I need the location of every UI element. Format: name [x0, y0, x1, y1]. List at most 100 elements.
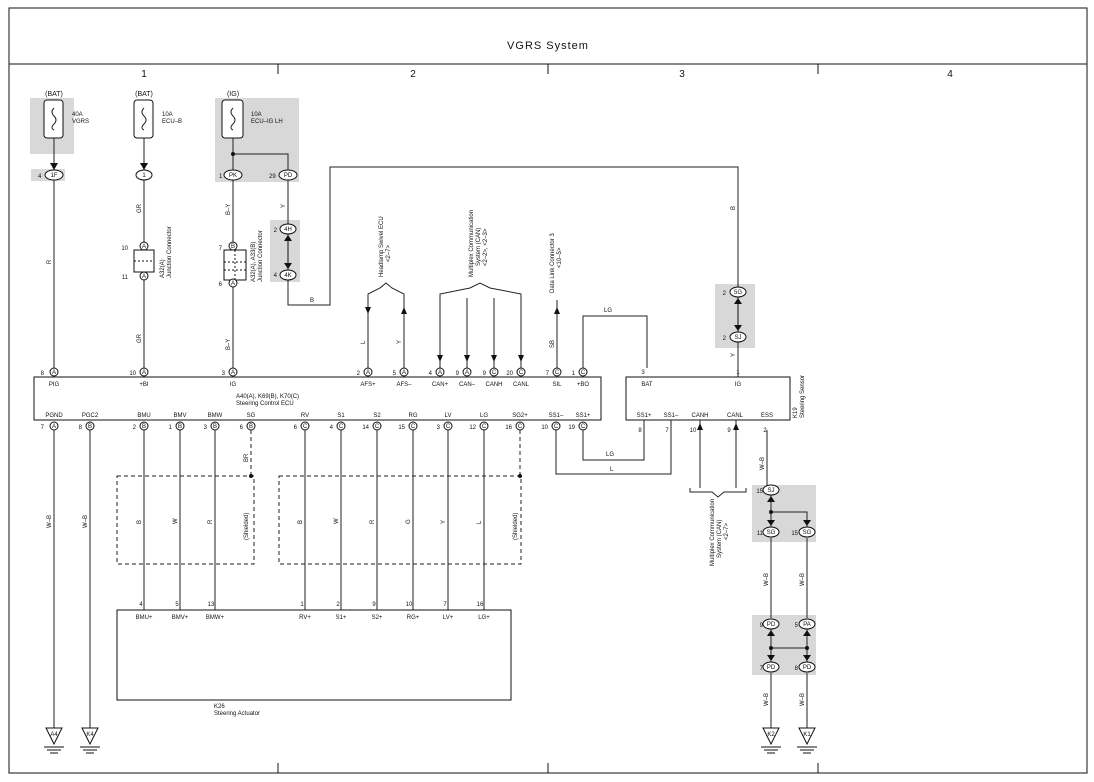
reference-label: Data Link Connector 3 [550, 233, 556, 293]
svg-text:C: C [375, 424, 380, 430]
svg-text:2: 2 [723, 291, 727, 297]
svg-text:3: 3 [204, 425, 208, 431]
svg-text:2: 2 [723, 336, 727, 342]
connector-id: PK [229, 173, 237, 179]
svg-text:A: A [142, 274, 146, 280]
sensor-terminal: CANH [691, 413, 708, 419]
splice-dot [518, 474, 522, 478]
svg-text:8: 8 [79, 425, 83, 431]
wire-color-label: B [731, 206, 737, 210]
svg-text:C: C [482, 424, 487, 430]
wire-color-label: W–B [760, 457, 766, 470]
reference-label: Headlamp Swivel ECU [379, 216, 385, 277]
ecu-terminal: SS1+ [576, 413, 591, 419]
svg-text:SJ: SJ [767, 488, 774, 494]
wire-color-label: R [370, 519, 376, 524]
fuse-source: (BAT) [45, 91, 63, 98]
actuator-terminal: S1+ [336, 615, 347, 621]
svg-text:3: 3 [437, 425, 441, 431]
sensor-terminal: SS1– [664, 413, 679, 419]
ecu-terminal: CAN+ [432, 382, 449, 388]
splice-dot [769, 646, 773, 650]
svg-text:6: 6 [219, 282, 223, 288]
junction-a32a: 10 A 11 A A32(A) Junction Connector [121, 226, 173, 281]
ecu-terminal: SG2+ [512, 413, 528, 419]
ecu-terminal: CANL [513, 382, 530, 388]
svg-text:10: 10 [541, 425, 548, 431]
svg-text:7: 7 [546, 371, 550, 377]
fuse-40a-vgrs: (BAT) 40A VGRS [43, 91, 89, 139]
ecu-terminal: PGND [45, 413, 63, 419]
svg-text:1: 1 [572, 371, 576, 377]
svg-text:C: C [492, 370, 497, 376]
svg-text:7: 7 [760, 666, 764, 672]
shielded-label: (Shielded) [244, 513, 250, 540]
pin-number: 5 [175, 602, 179, 608]
sensor-terminal: SS1+ [637, 413, 652, 419]
svg-text:4: 4 [274, 273, 278, 279]
svg-text:4: 4 [429, 371, 433, 377]
connector-5g-sj: 2 5G 2 SJ [723, 286, 747, 343]
junction-sj-sg: 15 SJ 11 SG 15 SG [756, 484, 816, 538]
svg-text:SJ: SJ [734, 335, 741, 341]
wire-color-label: R [47, 259, 53, 264]
svg-text:12: 12 [469, 425, 476, 431]
ecu-terminal: AFS+ [360, 382, 376, 388]
reference-label: <2–2>, <2–3> [483, 228, 489, 266]
ecu-terminal: SIL [552, 382, 562, 388]
arrow-icon [491, 355, 497, 362]
pin-number: 29 [269, 174, 276, 180]
arrow-icon [365, 307, 371, 314]
fuse-10a-ecu-ig-lh: (IG) 10A ECU–IG LH [221, 91, 283, 139]
svg-text:PD: PD [767, 622, 776, 628]
reference-label: <2–7> [386, 244, 392, 262]
svg-text:2: 2 [133, 425, 137, 431]
svg-text:A: A [142, 244, 146, 250]
ecu-top-pins: 8 A 10 A 3 A 2 A 5 A 4 A 9 A 9 C 20 C 7 … [41, 367, 588, 377]
wires-actuator [143, 430, 485, 610]
wire-color-label: W [334, 518, 340, 524]
wire-color-label: GR [137, 203, 143, 213]
arrow-icon [437, 355, 443, 362]
actuator-terminal: S2+ [372, 615, 383, 621]
ground-k2: K2 [761, 727, 781, 754]
svg-text:C: C [518, 424, 523, 430]
svg-text:C: C [581, 424, 586, 430]
svg-text:PD: PD [803, 665, 812, 671]
ecu-terminal: BMW [208, 413, 223, 419]
pin-number: 2 [336, 602, 340, 608]
ground-icon [797, 746, 817, 754]
ecu-bottom-pins: 7 A 8 B 2 B 1 B 3 B 6 B 6 C 4 C 14 C 15 … [41, 421, 588, 431]
ground-icon [80, 746, 100, 754]
svg-text:9: 9 [760, 623, 764, 629]
svg-text:B: B [249, 424, 253, 430]
ecu-terminal: SS1– [549, 413, 564, 419]
ground-label: K1 [803, 732, 811, 738]
wire-color-label: L [477, 520, 483, 524]
wire-color-label: Y [397, 340, 403, 344]
wire-color-label: W–B [764, 573, 770, 586]
svg-text:15: 15 [791, 531, 798, 537]
svg-text:4H: 4H [284, 227, 292, 233]
ecu-terminal: +BO [577, 382, 590, 388]
pin-number: 10 [406, 602, 413, 608]
ecu-terminal: PGC2 [82, 413, 99, 419]
pin-number: 3 [641, 370, 645, 376]
fuse-rating: 10A [162, 112, 173, 118]
ground-icon [44, 746, 64, 754]
pin-number: 9 [727, 428, 731, 434]
svg-text:SG: SG [767, 530, 776, 536]
ecu-terminal: CANH [485, 382, 502, 388]
actuator-terminal: RG+ [407, 615, 420, 621]
svg-text:A: A [231, 281, 235, 287]
pin-number: 16 [477, 602, 484, 608]
fuse-source: (BAT) [135, 91, 153, 98]
connector-id: PD [284, 173, 293, 179]
svg-text:A: A [231, 370, 235, 376]
wire-color-label: B–Y [226, 204, 232, 215]
ground-k4: K4 [80, 727, 100, 754]
svg-text:8: 8 [41, 371, 45, 377]
wire-color-label: L [610, 467, 614, 473]
shielded-label: (Shielded) [513, 513, 519, 540]
